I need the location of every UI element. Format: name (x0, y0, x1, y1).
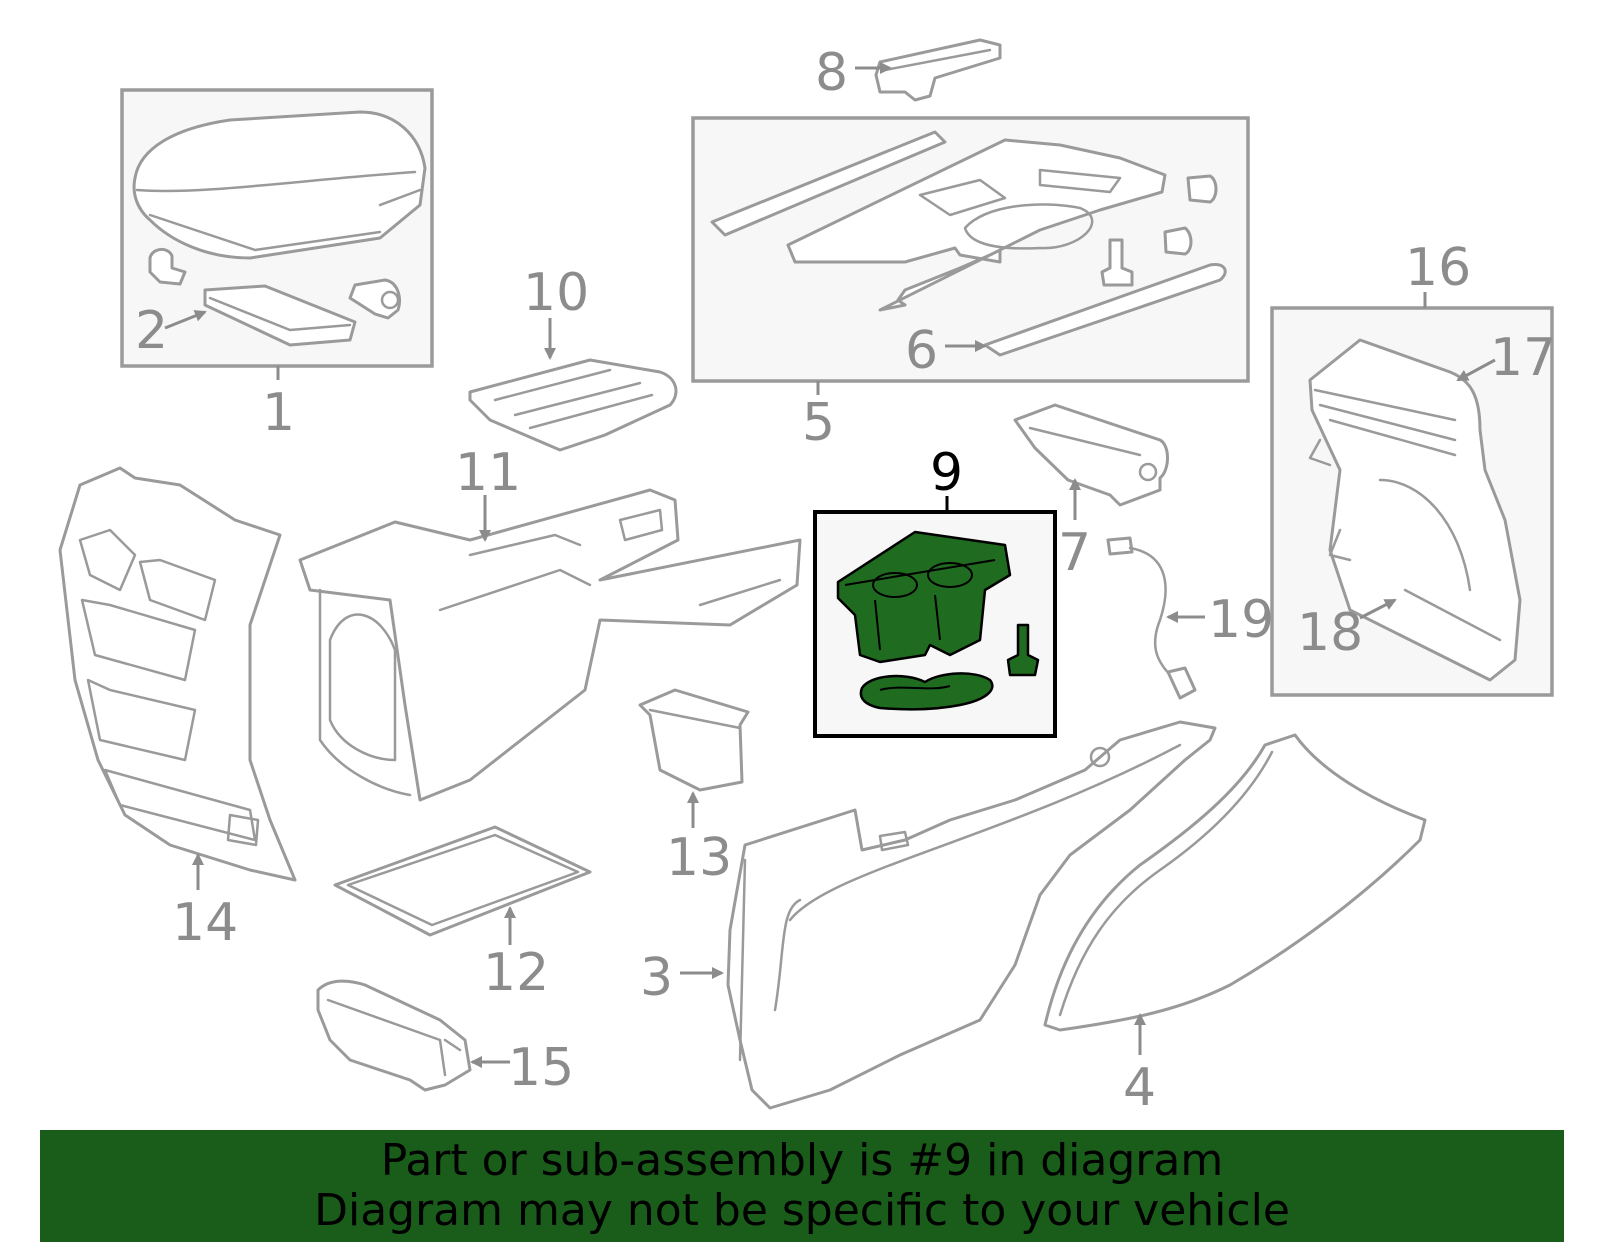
part-10-tray (468, 358, 678, 452)
part-8-bracket (874, 38, 1002, 102)
part-12-mat (333, 825, 592, 937)
part-7-bin (1013, 403, 1169, 507)
callout-17: 17 (1490, 328, 1556, 388)
callout-7: 7 (1058, 523, 1091, 583)
callout-5: 5 (802, 393, 835, 453)
part-group-1-armrest (120, 88, 434, 368)
callout-4: 4 (1123, 1058, 1156, 1118)
callout-13: 13 (666, 828, 732, 888)
callout-14: 14 (172, 893, 238, 953)
part-13-small-box (638, 688, 750, 792)
part-4-side-panel-right (1043, 733, 1427, 1032)
banner-line-disclaimer: Diagram may not be specific to your vehi… (314, 1185, 1290, 1236)
part-15-bezel (316, 979, 472, 1092)
callout-15: 15 (508, 1038, 574, 1098)
callout-19: 19 (1208, 590, 1274, 650)
callout-16: 16 (1405, 238, 1471, 298)
part-group-5-trim-panel (691, 116, 1250, 383)
part-group-9-cup-holder (813, 510, 1057, 738)
part-group-16-vent-duct (1270, 306, 1554, 697)
callout-6: 6 (905, 321, 938, 381)
callout-18: 18 (1297, 603, 1363, 663)
callout-9: 9 (930, 443, 963, 503)
callout-8: 8 (815, 43, 848, 103)
callout-10: 10 (523, 263, 589, 323)
part-14-rear-panel (58, 466, 297, 882)
callout-11: 11 (455, 443, 521, 503)
callout-1: 1 (262, 383, 295, 443)
part-info-banner: Part or sub-assembly is #9 in diagram Di… (40, 1130, 1564, 1242)
part-19-wire-harness (1106, 536, 1197, 700)
part-11-console-frame (298, 488, 802, 802)
callout-12: 12 (483, 943, 549, 1003)
banner-line-part: Part or sub-assembly is #9 in diagram (380, 1135, 1224, 1186)
callout-2: 2 (135, 301, 168, 361)
callout-3: 3 (640, 948, 673, 1008)
part-3-side-panel-left (726, 720, 1217, 1110)
